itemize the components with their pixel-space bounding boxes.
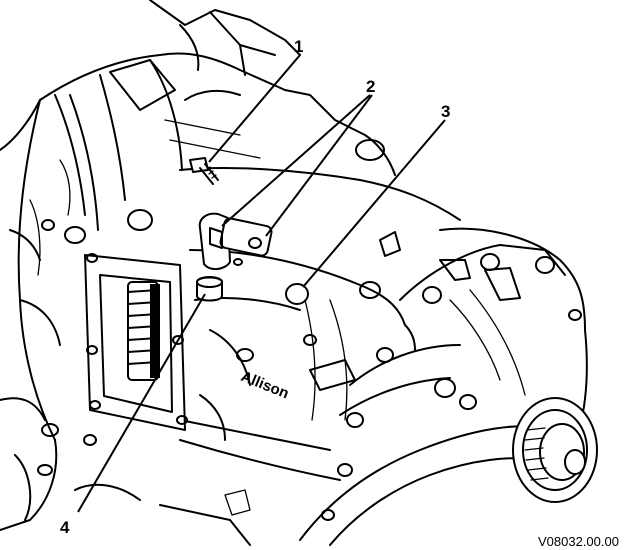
callout-2: 2 bbox=[366, 77, 375, 96]
callout-4: 4 bbox=[60, 518, 70, 537]
leader-4 bbox=[77, 293, 206, 513]
callout-3: 3 bbox=[441, 102, 450, 121]
housing-marking: Allison bbox=[239, 368, 292, 402]
upper-housing bbox=[149, 0, 396, 176]
gear bbox=[127, 281, 160, 381]
output-shaft bbox=[512, 397, 598, 503]
seal bbox=[196, 276, 223, 302]
leader-3 bbox=[302, 119, 446, 288]
callout-1: 1 bbox=[294, 37, 303, 56]
callout-leaders bbox=[77, 54, 446, 513]
side-cover-opening bbox=[84, 253, 188, 431]
extension-housing bbox=[299, 227, 598, 546]
bellhousing bbox=[0, 52, 286, 546]
figure-id: V08032.00.00 bbox=[538, 534, 619, 549]
bolt bbox=[189, 157, 219, 185]
leader-1 bbox=[208, 54, 301, 163]
leader-2b bbox=[265, 94, 373, 237]
o-ring bbox=[285, 283, 309, 305]
leader-2a bbox=[221, 94, 371, 227]
sensor bbox=[198, 212, 273, 270]
